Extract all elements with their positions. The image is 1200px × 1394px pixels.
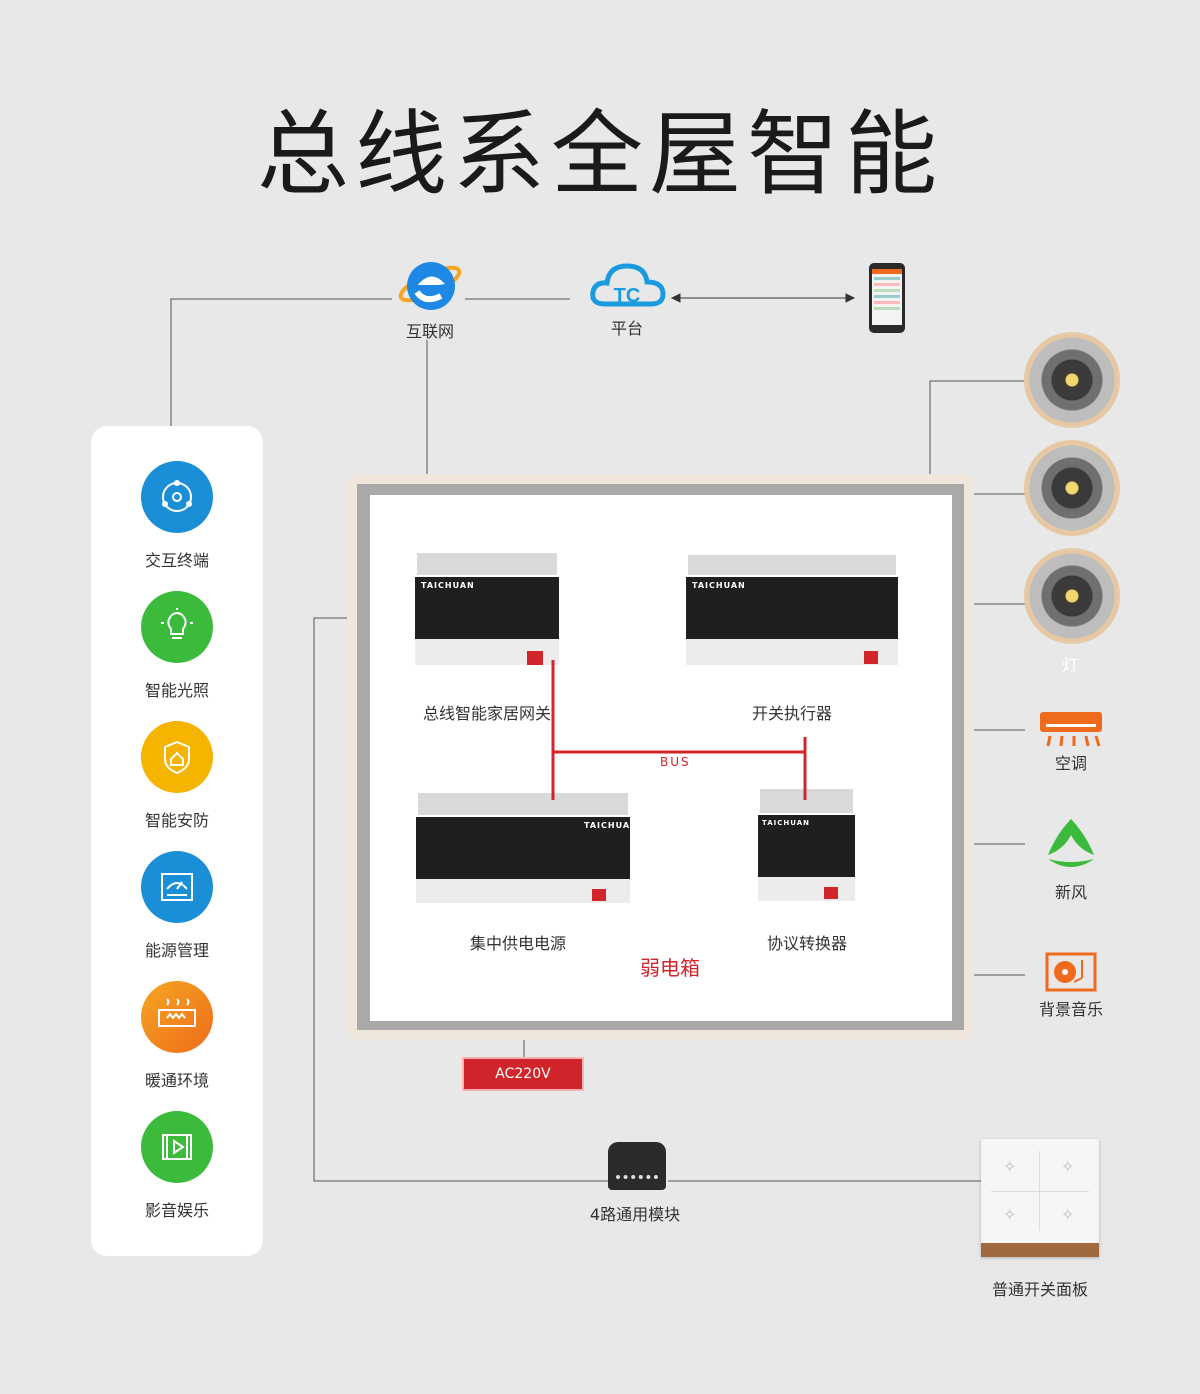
heating-icon: [141, 981, 213, 1053]
page-title: 总线系全屋智能: [256, 101, 943, 208]
converter-brand: TAICHUAN: [762, 819, 810, 827]
meter-icon: [141, 851, 213, 923]
bulb-icon: ✧: [1003, 1157, 1017, 1176]
converter-device[interactable]: TAICHUAN: [758, 789, 855, 904]
lamp-icon[interactable]: [1024, 332, 1120, 428]
video-play-icon: [141, 1111, 213, 1183]
platform-node[interactable]: TC 平台: [587, 258, 667, 338]
lamp-label: 灯: [1061, 656, 1078, 675]
box-module-line: [313, 617, 608, 1182]
converter-label: 协议转换器: [766, 934, 847, 953]
lamp-icon[interactable]: [1024, 548, 1120, 644]
bulb-icon: ✧: [1003, 1205, 1017, 1224]
power-brand: TAICHUAN: [584, 821, 638, 830]
cloud-logo-text: TC: [614, 285, 641, 307]
air-conditioner-icon: [1040, 712, 1102, 747]
shield-home-icon: [141, 721, 213, 793]
actuator-label: 开关执行器: [751, 704, 832, 723]
internet-node[interactable]: 互联网: [395, 256, 465, 341]
phone-screen: [872, 269, 902, 325]
sidebar-item-label: 交互终端: [144, 551, 209, 570]
power-label: 集中供电电源: [469, 934, 566, 953]
sidebar-item-av[interactable]: 影音娱乐: [91, 1111, 263, 1221]
bulb-icon: ✧: [1061, 1205, 1075, 1224]
aircon-node[interactable]: 空调: [1036, 710, 1106, 780]
ac220-badge: AC220V: [462, 1057, 584, 1091]
feature-sidebar: 交互终端 智能光照 智能安防 能源管理 暖通环境 影音娱乐: [91, 426, 263, 1256]
module-node[interactable]: [606, 1139, 668, 1197]
bus-label: BUS: [660, 755, 691, 769]
gateway-device[interactable]: TAICHUAN: [415, 553, 559, 668]
sidebar-item-energy[interactable]: 能源管理: [91, 851, 263, 961]
actuator-brand: TAICHUAN: [692, 581, 746, 590]
record-player-icon: [1045, 952, 1097, 992]
phone-icon[interactable]: [869, 263, 905, 333]
sidebar-item-security[interactable]: 智能安防: [91, 721, 263, 831]
sidebar-item-label: 暖通环境: [144, 1071, 209, 1090]
panel-label: 普通开关面板: [991, 1280, 1088, 1299]
module-icon: [608, 1142, 666, 1190]
sidebar-item-lighting[interactable]: 智能光照: [91, 591, 263, 701]
module-label: 4路通用模块: [589, 1205, 681, 1224]
music-label: 背景音乐: [1038, 1000, 1103, 1019]
actuator-device[interactable]: TAICHUAN: [686, 555, 898, 668]
sidebar-item-label: 影音娱乐: [144, 1201, 209, 1220]
internet-label: 互联网: [405, 322, 454, 341]
aircon-label: 空调: [1054, 754, 1087, 773]
music-node[interactable]: 背景音乐: [1036, 952, 1106, 1022]
fresh-air-label: 新风: [1054, 883, 1087, 902]
gateway-label: 总线智能家居网关: [422, 704, 551, 723]
panel-wood-base: [981, 1243, 1099, 1257]
sidebar-item-label: 智能光照: [144, 681, 209, 700]
gateway-brand: TAICHUAN: [421, 581, 475, 590]
bulb-icon: ✧: [1061, 1157, 1075, 1176]
power-supply-device[interactable]: TAICHUAN: [416, 793, 637, 906]
sidebar-item-label: 智能安防: [144, 811, 209, 830]
sidebar-item-label: 能源管理: [144, 941, 209, 960]
sidebar-item-hvac[interactable]: 暖通环境: [91, 981, 263, 1091]
box-label: 弱电箱: [640, 956, 700, 980]
cloud-icon: TC: [590, 263, 666, 307]
lamp-icon[interactable]: [1024, 440, 1120, 536]
fresh-air-node[interactable]: 新风: [1036, 815, 1106, 905]
interaction-terminal-icon: [141, 461, 213, 533]
fresh-air-icon: [1048, 819, 1094, 867]
switch-panel[interactable]: ✧ ✧ ✧ ✧: [981, 1139, 1099, 1257]
internet-sidebar-line: [170, 298, 392, 426]
sidebar-item-interaction[interactable]: 交互终端: [91, 461, 263, 571]
platform-label: 平台: [610, 319, 643, 338]
ie-icon: [398, 262, 462, 310]
lightbulb-icon: [141, 591, 213, 663]
